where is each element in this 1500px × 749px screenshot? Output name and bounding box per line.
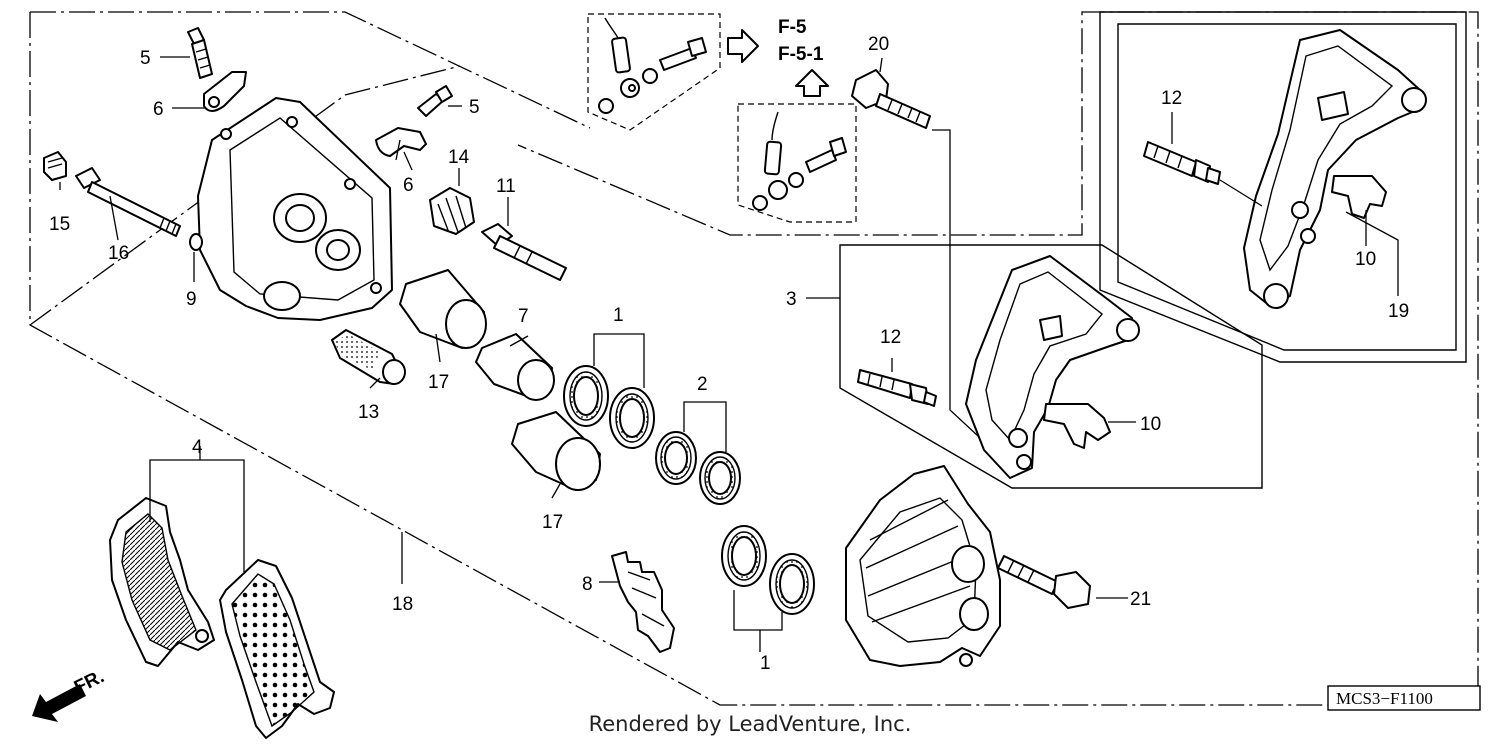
bracket-set-box-3 (839, 244, 1263, 489)
piston-17-lower (511, 411, 601, 491)
callout-1-upper: 1 (613, 305, 624, 326)
callout-6-left: 6 (153, 99, 164, 120)
footer-credit: Rendered by LeadVenture, Inc. (588, 712, 912, 736)
seal-1-c (721, 525, 767, 587)
boot-14 (429, 187, 475, 235)
bleeder-screw-5-right (417, 85, 453, 117)
pin-bolt-11 (481, 223, 567, 281)
callout-13: 13 (358, 402, 379, 423)
seal-2-a (655, 431, 697, 485)
bleeder-screw-5-left (187, 27, 213, 79)
assembly-outline-18 (29, 11, 1479, 706)
retainer-10-lower (1043, 403, 1111, 449)
piston-17-upper (399, 269, 487, 349)
bracket-box-19-inner (1117, 23, 1457, 351)
bolt-21 (997, 555, 1091, 609)
bracket-box-19-outer (1099, 11, 1467, 363)
ref-f5: F-5 (778, 17, 807, 38)
callout-4: 4 (192, 437, 203, 458)
bolt-20 (851, 69, 931, 129)
bleeder-cap-6-right (375, 127, 427, 157)
callout-17-lower: 17 (542, 512, 563, 533)
callout-19: 19 (1388, 301, 1409, 322)
pad-pin-16 (75, 167, 181, 237)
pin-13 (331, 329, 406, 385)
callout-11: 11 (496, 176, 516, 197)
hose-box-upper (587, 13, 721, 131)
pin-12-upper (1143, 141, 1221, 185)
front-arrow-icon (32, 684, 86, 722)
pin-12-lower (857, 369, 937, 407)
callout-20: 20 (868, 34, 889, 55)
bracket-3 (965, 255, 1140, 479)
callout-7: 7 (518, 306, 529, 327)
caliper-half-right (845, 465, 1001, 667)
seal-1-d (769, 553, 815, 615)
callout-5-left: 5 (140, 48, 151, 69)
seal-2-b (699, 451, 741, 505)
callout-9: 9 (186, 289, 197, 310)
callout-12-lower: 12 (880, 327, 901, 348)
callout-6-right: 6 (403, 175, 414, 196)
brake-hose-upper (598, 17, 707, 114)
callout-1-lower: 1 (760, 653, 771, 674)
leader-lines (59, 56, 1399, 652)
drawing-code-box (1327, 685, 1481, 711)
retainer-10-upper (1331, 175, 1387, 219)
seal-1-a (563, 365, 609, 427)
callout-21: 21 (1130, 589, 1151, 610)
callout-17-upper: 17 (428, 372, 449, 393)
callout-8: 8 (582, 574, 593, 595)
callout-16: 16 (108, 243, 129, 264)
callout-14: 14 (448, 147, 470, 168)
callout-12-upper: 12 (1161, 88, 1182, 109)
callout-3: 3 (786, 289, 797, 310)
ref-arrow-up (795, 69, 829, 97)
pad-spring-8 (611, 551, 675, 653)
callout-18: 18 (392, 594, 413, 615)
drawing-code: MCS3−F1100 (1336, 689, 1433, 708)
caliper-body (197, 97, 393, 321)
seal-1-b (609, 387, 655, 449)
callout-5-right: 5 (469, 97, 480, 118)
brake-pad-front (109, 497, 215, 667)
pin-clip-9 (189, 233, 203, 251)
callout-15: 15 (49, 214, 70, 235)
brake-pad-rear (219, 559, 335, 739)
hose-box-lower (737, 103, 857, 223)
bracket-19 (1243, 29, 1427, 309)
ref-f5-1: F-5-1 (778, 44, 824, 65)
callout-10-lower: 10 (1140, 414, 1161, 435)
ref-arrow-right (727, 29, 759, 63)
callout-10-upper: 10 (1355, 249, 1376, 270)
callout-2: 2 (697, 374, 708, 395)
brake-hose-lower (752, 111, 847, 211)
